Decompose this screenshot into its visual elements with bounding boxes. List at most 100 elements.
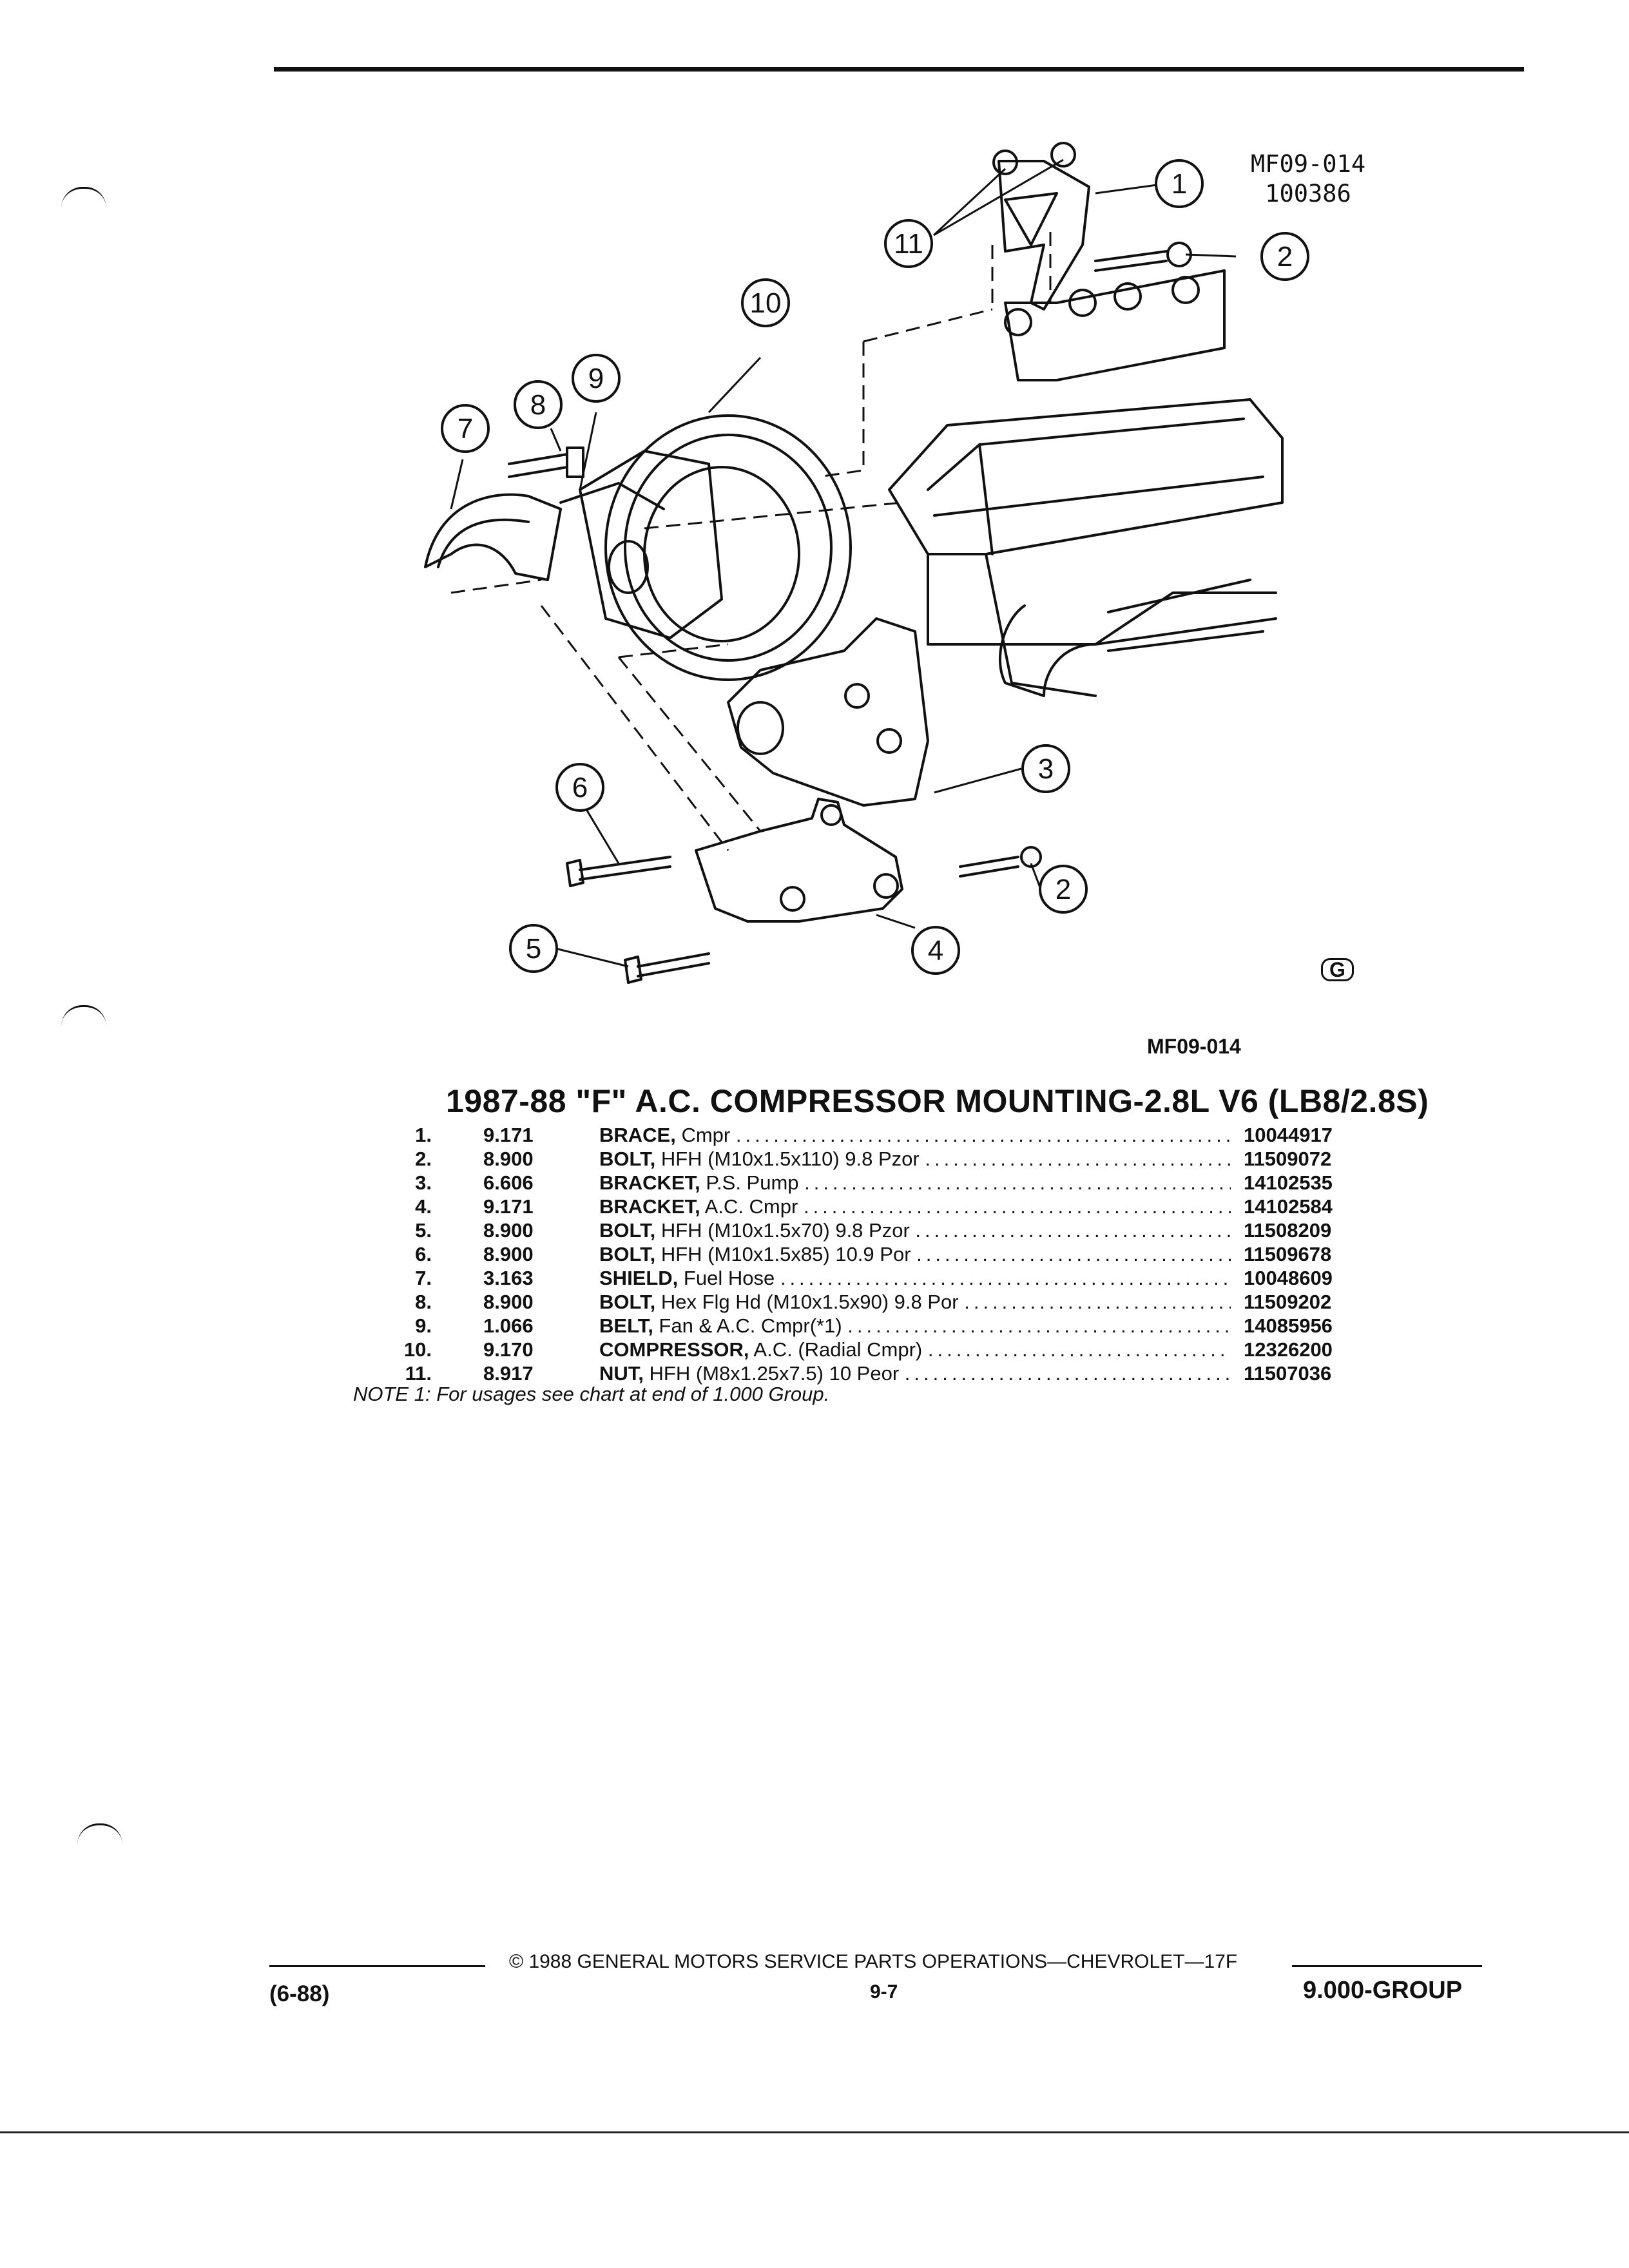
leader-dots: ........................................… xyxy=(735,1124,1231,1146)
part-description: BRACE, Cmpr ............................… xyxy=(599,1123,1231,1147)
group-number: 8.917 xyxy=(483,1362,534,1385)
parts-row: 8. 8.900 BOLT, Hex Flg Hd (M10x1.5x90) 9… xyxy=(387,1290,1366,1314)
part-number: 11509072 xyxy=(1244,1148,1332,1170)
part-detail: Cmpr xyxy=(675,1124,731,1146)
fuel-hose xyxy=(1107,579,1264,652)
leader-dots: ........................................… xyxy=(925,1148,1231,1170)
part-description: BOLT, HFH (M10x1.5x110) 9.8 Pzor .......… xyxy=(599,1147,1231,1171)
parts-row: 4. 9.171 BRACKET, A.C. Cmpr ............… xyxy=(387,1195,1366,1218)
callout-label-8: 8 xyxy=(530,389,546,421)
group-number: 8.900 xyxy=(483,1148,534,1170)
group-number: 8.900 xyxy=(483,1243,534,1265)
part-number: 14102535 xyxy=(1244,1171,1333,1194)
item-number: 8. xyxy=(415,1291,432,1313)
leader-dots: ........................................… xyxy=(916,1243,1231,1265)
parts-row: 3. 6.606 BRACKET, P.S. Pump ............… xyxy=(387,1171,1366,1195)
callout-6 xyxy=(555,763,604,812)
part-number: 11509678 xyxy=(1244,1243,1332,1265)
part-description: SHIELD, Fuel Hose ......................… xyxy=(599,1266,1231,1290)
callout-4 xyxy=(911,926,960,975)
footer-copyright: © 1988 GENERAL MOTORS SERVICE PARTS OPER… xyxy=(509,1951,1238,1972)
compressor-pulley xyxy=(604,414,852,681)
group-number: 3.163 xyxy=(483,1267,534,1289)
leader-dots: ........................................… xyxy=(964,1291,1231,1313)
parts-list: 1. 9.171 BRACE, Cmpr ...................… xyxy=(387,1123,1366,1385)
part-number: 12326200 xyxy=(1244,1338,1333,1361)
part-description: BOLT, HFH (M10x1.5x85) 10.9 Por ........… xyxy=(599,1242,1231,1266)
bolt-6 xyxy=(579,856,671,881)
part-number: 14085956 xyxy=(1244,1314,1333,1337)
leader-dots: ........................................… xyxy=(927,1338,1231,1361)
footer-rule-left xyxy=(269,1965,485,1967)
item-number: 1. xyxy=(415,1124,432,1146)
callout-2-top xyxy=(1260,232,1309,281)
part-number: 11508209 xyxy=(1244,1219,1332,1242)
leader-dots: ........................................… xyxy=(904,1362,1231,1385)
callout-9 xyxy=(572,354,621,403)
callout-7 xyxy=(441,404,490,453)
part-detail: HFH (M10x1.5x70) 9.8 Pzor xyxy=(655,1219,910,1242)
bolt-5 xyxy=(637,952,710,977)
part-detail: A.C. (Radial Cmpr) xyxy=(749,1338,923,1361)
group-number: 8.900 xyxy=(483,1291,534,1313)
group-number: 8.900 xyxy=(483,1219,534,1242)
part-number: 10048609 xyxy=(1244,1267,1333,1289)
part-name: BOLT, xyxy=(599,1219,656,1242)
callout-label-3: 3 xyxy=(1038,753,1054,785)
parts-row: 5. 8.900 BOLT, HFH (M10x1.5x70) 9.8 Pzor… xyxy=(387,1218,1366,1242)
part-name: BELT, xyxy=(599,1314,653,1337)
item-number: 6. xyxy=(415,1243,432,1265)
callout-3 xyxy=(1021,744,1070,793)
part-name: BOLT, xyxy=(599,1243,656,1265)
usage-note: NOTE 1: For usages see chart at end of 1… xyxy=(353,1383,830,1405)
belt-9 xyxy=(559,482,665,510)
part-detail: A.C. Cmpr xyxy=(700,1195,798,1218)
bottom-rule xyxy=(0,2131,1629,2133)
part-name: BRACKET, xyxy=(599,1171,700,1194)
part-detail: HFH (M10x1.5x85) 10.9 Por xyxy=(655,1243,911,1265)
part-name: BOLT, xyxy=(599,1148,656,1170)
footer-date: (6-88) xyxy=(269,1981,330,2006)
leader-dots: ........................................… xyxy=(804,1171,1231,1194)
part-description: NUT, HFH (M8x1.25x7.5) 10 Peor .........… xyxy=(599,1361,1231,1385)
callout-label-2: 2 xyxy=(1277,241,1293,273)
drawing-code: MF09-014 100386 xyxy=(1205,149,1411,209)
footer-page-number: 9-7 xyxy=(870,1981,898,2003)
item-number: 5. xyxy=(415,1219,432,1242)
ps-bracket-shape xyxy=(727,617,929,807)
group-number: 1.066 xyxy=(483,1314,534,1337)
callout-1 xyxy=(1155,159,1204,208)
part-detail: P.S. Pump xyxy=(700,1171,799,1194)
footer-group: 9.000-GROUP xyxy=(1303,1977,1463,2004)
callout-label-9: 9 xyxy=(588,363,604,394)
leader-dots: ........................................… xyxy=(847,1314,1231,1337)
leader-dots: ........................................… xyxy=(915,1219,1231,1242)
part-name: BRACKET, xyxy=(599,1195,700,1218)
parts-row: 2. 8.900 BOLT, HFH (M10x1.5x110) 9.8 Pzo… xyxy=(387,1147,1366,1171)
part-detail: HFH (M10x1.5x110) 9.8 Pzor xyxy=(655,1148,920,1170)
binder-hole-mark xyxy=(61,187,106,208)
part-description: COMPRESSOR, A.C. (Radial Cmpr) .........… xyxy=(599,1338,1231,1361)
group-number: 6.606 xyxy=(483,1171,534,1194)
figure-caption: MF09-014 xyxy=(1147,1035,1241,1058)
exploded-view-diagram: 1 2 3 4 5 6 7 8 9 10 11 2 xyxy=(424,142,1309,984)
part-name: BRACE, xyxy=(599,1124,676,1146)
part-description: BELT, Fan & A.C. Cmpr(*1) ..............… xyxy=(599,1314,1231,1338)
parts-row: 7. 3.163 SHIELD, Fuel Hose .............… xyxy=(387,1266,1366,1290)
item-number: 7. xyxy=(415,1267,432,1289)
gm-logo: G xyxy=(1321,958,1354,981)
part-name: NUT, xyxy=(599,1362,644,1385)
part-number: 14102584 xyxy=(1244,1195,1333,1218)
callout-label-6: 6 xyxy=(572,772,588,803)
drawing-code-line2: 100386 xyxy=(1265,180,1351,207)
part-name: COMPRESSOR, xyxy=(599,1338,749,1361)
part-description: BOLT, Hex Flg Hd (M10x1.5x90) 9.8 Por ..… xyxy=(599,1290,1231,1314)
part-description: BRACKET, A.C. Cmpr .....................… xyxy=(599,1195,1231,1218)
part-description: BOLT, HFH (M10x1.5x70) 9.8 Pzor ........… xyxy=(599,1218,1231,1242)
item-number: 4. xyxy=(415,1195,432,1218)
top-rule xyxy=(274,67,1524,72)
ac-bracket-shape xyxy=(695,798,903,923)
callout-label-11: 11 xyxy=(894,228,923,260)
part-number: 11509202 xyxy=(1244,1291,1332,1313)
item-number: 2. xyxy=(415,1148,432,1170)
